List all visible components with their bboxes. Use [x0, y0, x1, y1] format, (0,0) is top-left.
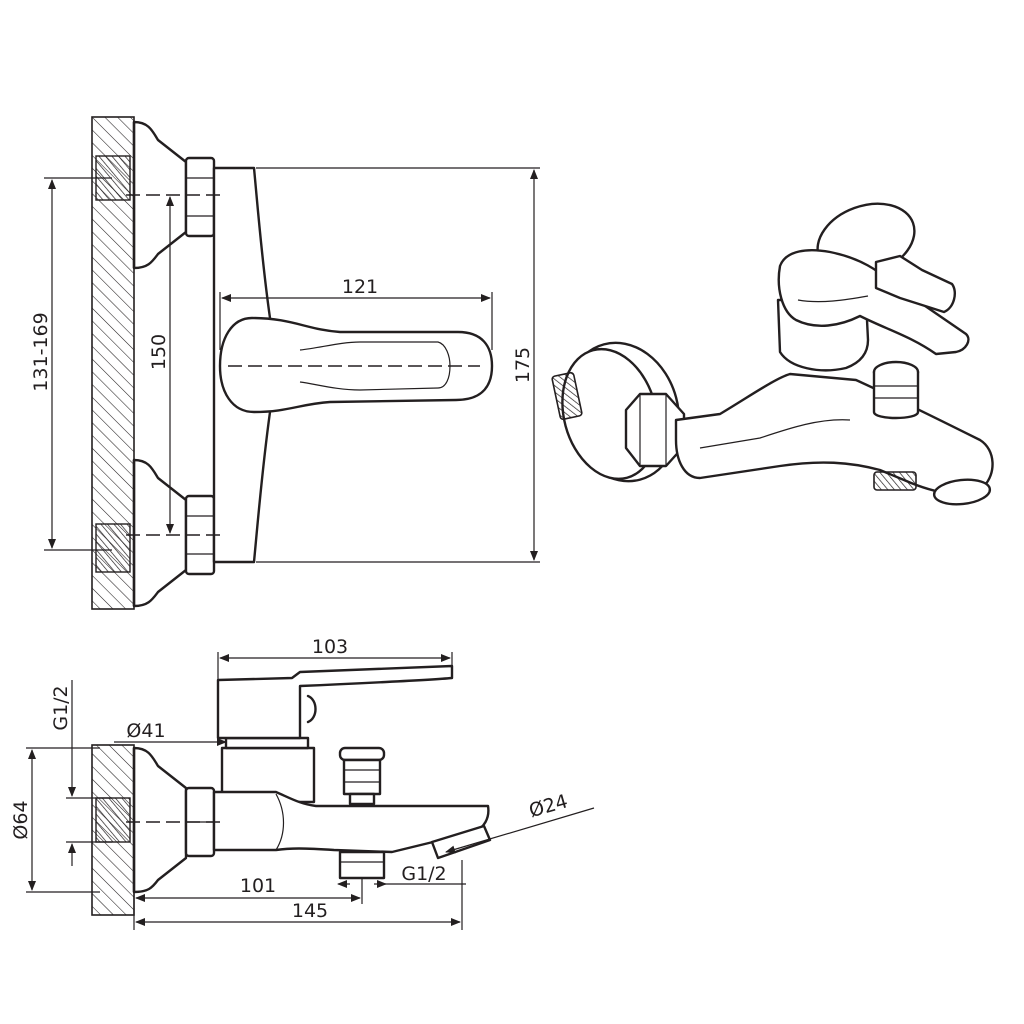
side-handle	[216, 664, 454, 740]
front-thread-bottom	[95, 523, 131, 573]
dim-outer-height: 175	[512, 347, 534, 383]
dim-thread-bottom: G1/2	[401, 863, 446, 885]
dim-cap-diameter: Ø41	[126, 720, 165, 742]
dim-handle-length: 103	[312, 636, 348, 658]
front-nut-top	[184, 156, 216, 238]
front-lever	[218, 316, 494, 414]
front-view: 131-169 150 175 121	[30, 116, 540, 610]
iso-spout-outlet	[932, 478, 992, 506]
front-flange-bottom	[132, 458, 188, 608]
iso-spout	[674, 372, 994, 496]
dim-flange-diameter: Ø64	[10, 800, 32, 839]
iso-handle	[777, 249, 970, 356]
dim-lever-length: 121	[342, 276, 378, 298]
iso-nut-right	[874, 254, 956, 314]
side-flange	[132, 746, 188, 894]
dim-mount-range: 131-169	[30, 312, 52, 391]
dim-thread-top: G1/2	[50, 685, 72, 730]
iso-thread-left	[551, 371, 583, 421]
dim-inner-height: 150	[148, 334, 170, 370]
iso-diverter-knob	[872, 370, 920, 420]
isometric-view	[551, 202, 994, 506]
side-thread	[95, 797, 131, 843]
side-view: 103 Ø41 G1/2 Ø64 Ø24 G1/2 101 145	[10, 636, 595, 930]
iso-thread-bottom	[873, 471, 917, 491]
dim-total-depth: 145	[292, 900, 328, 922]
side-outlet	[338, 850, 386, 880]
side-diverter	[342, 758, 382, 796]
dim-outlet-distance: 101	[240, 875, 276, 897]
